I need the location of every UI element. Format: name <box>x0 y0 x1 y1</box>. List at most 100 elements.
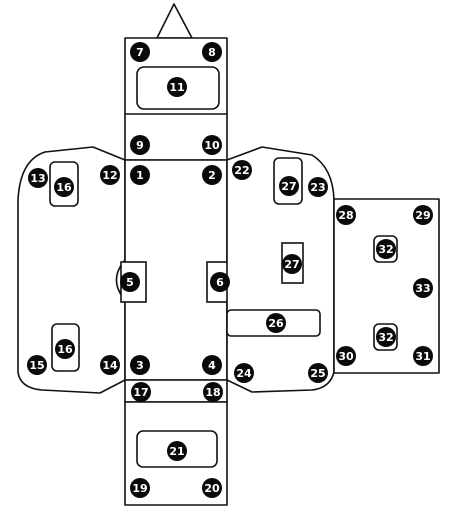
marker-dot <box>282 254 302 274</box>
marker-label: 14 <box>102 359 118 372</box>
marker-11: 11 <box>167 77 187 97</box>
marker-32: 32 <box>376 239 396 259</box>
top-flap <box>156 3 193 39</box>
marker-dot <box>130 478 150 498</box>
marker-3: 3 <box>130 355 150 375</box>
marker-label: 16 <box>56 181 72 194</box>
marker-dot <box>100 165 120 185</box>
marker-5: 5 <box>120 272 140 292</box>
marker-dot <box>413 278 433 298</box>
marker-label: 26 <box>268 317 284 330</box>
marker-18: 18 <box>203 382 223 402</box>
marker-dot <box>167 77 187 97</box>
marker-dot <box>376 327 396 347</box>
marker-label: 24 <box>236 367 252 380</box>
marker-label: 17 <box>133 386 148 399</box>
marker-7: 7 <box>130 42 150 62</box>
marker-dot <box>202 165 222 185</box>
marker-dot <box>279 176 299 196</box>
marker-label: 8 <box>208 46 216 59</box>
marker-label: 7 <box>136 46 144 59</box>
marker-16: 16 <box>54 177 74 197</box>
marker-dot <box>202 42 222 62</box>
marker-label: 19 <box>132 482 147 495</box>
marker-label: 2 <box>208 169 216 182</box>
marker-label: 12 <box>102 169 117 182</box>
marker-33: 33 <box>413 278 433 298</box>
marker-label: 10 <box>204 139 220 152</box>
marker-dot <box>376 239 396 259</box>
marker-25: 25 <box>308 363 328 383</box>
marker-dot <box>202 135 222 155</box>
marker-label: 20 <box>204 482 220 495</box>
marker-22: 22 <box>232 160 252 180</box>
marker-label: 22 <box>234 164 249 177</box>
marker-label: 23 <box>310 181 325 194</box>
marker-dot <box>100 355 120 375</box>
marker-15: 15 <box>27 355 47 375</box>
marker-dot <box>28 168 48 188</box>
marker-label: 13 <box>30 172 45 185</box>
marker-2: 2 <box>202 165 222 185</box>
marker-17: 17 <box>131 382 151 402</box>
marker-label: 16 <box>57 343 73 356</box>
marker-13: 13 <box>28 168 48 188</box>
marker-dot <box>202 355 222 375</box>
marker-31: 31 <box>413 346 433 366</box>
marker-label: 11 <box>169 81 184 94</box>
marker-21: 21 <box>167 441 187 461</box>
marker-dot <box>167 441 187 461</box>
marker-1: 1 <box>130 165 150 185</box>
marker-label: 15 <box>29 359 44 372</box>
marker-dot <box>202 478 222 498</box>
marker-dot <box>130 165 150 185</box>
left-side-panel <box>17 146 126 394</box>
marker-29: 29 <box>413 205 433 225</box>
marker-dot <box>413 346 433 366</box>
marker-27: 27 <box>279 176 299 196</box>
marker-dot <box>203 382 223 402</box>
marker-label: 30 <box>338 350 354 363</box>
marker-dot <box>130 135 150 155</box>
marker-label: 32 <box>378 331 393 344</box>
marker-label: 27 <box>281 180 296 193</box>
marker-label: 18 <box>205 386 220 399</box>
marker-label: 21 <box>169 445 184 458</box>
marker-16: 16 <box>55 339 75 359</box>
marker-dot <box>232 160 252 180</box>
marker-dot <box>413 205 433 225</box>
marker-label: 4 <box>208 359 216 372</box>
marker-4: 4 <box>202 355 222 375</box>
marker-label: 25 <box>310 367 325 380</box>
marker-9: 9 <box>130 135 150 155</box>
marker-dot <box>55 339 75 359</box>
marker-24: 24 <box>234 363 254 383</box>
marker-27: 27 <box>282 254 302 274</box>
marker-dot <box>234 363 254 383</box>
marker-label: 9 <box>136 139 144 152</box>
marker-dot <box>308 363 328 383</box>
marker-label: 3 <box>136 359 144 372</box>
marker-23: 23 <box>308 177 328 197</box>
marker-dot <box>336 346 356 366</box>
marker-label: 5 <box>126 276 134 289</box>
marker-dot <box>131 382 151 402</box>
marker-dot <box>54 177 74 197</box>
marker-dot <box>266 313 286 333</box>
marker-dot <box>308 177 328 197</box>
marker-28: 28 <box>336 205 356 225</box>
marker-dot <box>130 355 150 375</box>
marker-26: 26 <box>266 313 286 333</box>
marker-label: 27 <box>284 258 299 271</box>
marker-20: 20 <box>202 478 222 498</box>
marker-dot <box>27 355 47 375</box>
marker-label: 28 <box>338 209 353 222</box>
marker-dot <box>120 272 140 292</box>
marker-dot <box>210 272 230 292</box>
marker-dot <box>336 205 356 225</box>
marker-label: 1 <box>136 169 144 182</box>
marker-12: 12 <box>100 165 120 185</box>
marker-10: 10 <box>202 135 222 155</box>
marker-14: 14 <box>100 355 120 375</box>
